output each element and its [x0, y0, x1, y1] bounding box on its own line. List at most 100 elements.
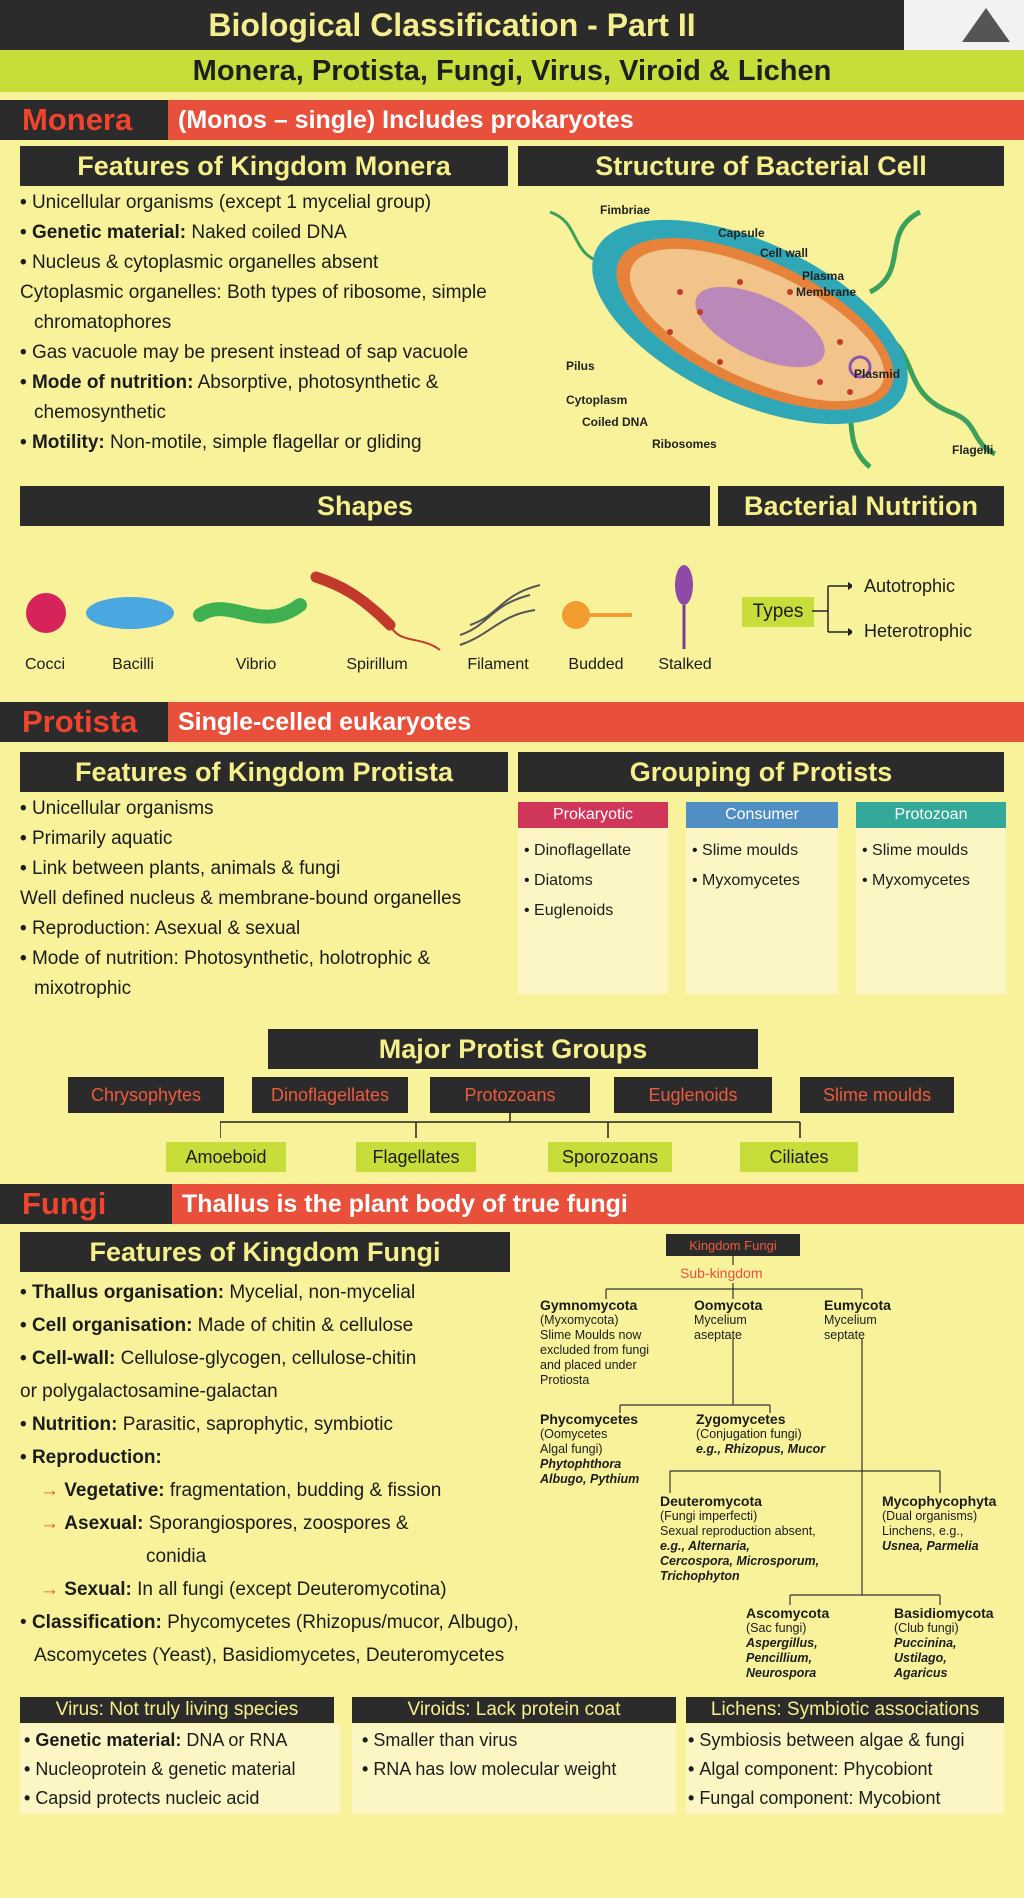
kingdom-fungi-node: Kingdom Fungi: [666, 1234, 800, 1256]
protozoa-flagellates: Flagellates: [356, 1142, 476, 1172]
monera-section-header: Monera (Monos – single) Includes prokary…: [0, 100, 1024, 140]
list-item: Cell-wall: Cellulose-glycogen, cellulose…: [20, 1342, 520, 1375]
arrow-icon: →: [40, 1579, 65, 1600]
list-item: Well defined nucleus & membrane-bound or…: [20, 888, 462, 909]
list-item: Motility: Non-motile, simple flagellar o…: [20, 428, 510, 458]
eumycota-node: Eumycota Mycelium septate: [824, 1297, 891, 1343]
list-item: Symbiosis between algae & fungi: [688, 1726, 1004, 1755]
protista-features-title: Features of Kingdom Protista: [20, 752, 508, 792]
group-head: Consumer: [686, 802, 838, 828]
group-prokaryotic: Prokaryotic • Dinoflagellate • Diatoms •…: [518, 802, 668, 994]
list-item: Gas vacuole may be present instead of sa…: [20, 338, 510, 368]
autotrophic-label: Autotrophic: [864, 576, 956, 596]
budded-icon: [562, 601, 590, 629]
major-group-euglenoids: Euglenoids: [614, 1077, 772, 1113]
grouping-protists-title: Grouping of Protists: [518, 752, 1004, 792]
heterotrophic-label: Heterotrophic: [864, 621, 973, 641]
protozoa-connectors: [220, 1112, 801, 1138]
monera-strip: (Monos – single) Includes prokaryotes: [168, 100, 1024, 140]
arrow-icon: →: [40, 1513, 65, 1534]
list-item: Unicellular organisms (except 1 mycelial…: [20, 188, 510, 218]
list-item: Smaller than virus: [362, 1726, 666, 1755]
list-item: or polygalactosamine-galactan: [20, 1381, 278, 1402]
list-item: Capsid protects nucleic acid: [24, 1784, 336, 1813]
major-protist-groups-title: Major Protist Groups: [268, 1029, 758, 1069]
arrow-icon: →: [40, 1480, 65, 1501]
stalked-icon: [675, 565, 693, 605]
major-group-protozoans: Protozoans: [430, 1077, 590, 1113]
list-item: • Euglenoids: [524, 902, 614, 919]
list-item: RNA has low molecular weight: [362, 1755, 666, 1784]
label-ribosomes: Ribosomes: [652, 437, 717, 451]
bacterial-structure-title: Structure of Bacterial Cell: [518, 146, 1004, 186]
protista-section-header: Protista Single-celled eukaryotes: [0, 702, 1024, 742]
list-item: • Myxomycetes: [692, 872, 800, 889]
fungi-strip: Thallus is the plant body of true fungi: [172, 1184, 1024, 1224]
shape-label: Bacilli: [112, 656, 154, 673]
label-cytoplasm: Cytoplasm: [566, 393, 627, 407]
list-item: Nucleoprotein & genetic material: [24, 1755, 336, 1784]
list-item: Link between plants, animals & fungi: [20, 854, 510, 884]
shape-label: Vibrio: [235, 656, 277, 673]
shape-label: Budded: [568, 656, 624, 673]
list-item: → Asexual: Sporangiospores, zoospores &: [40, 1513, 409, 1534]
group-protozoan: Protozoan • Slime moulds • Myxomycetes: [856, 802, 1006, 994]
list-item: Cell organisation: Made of chitin & cell…: [20, 1309, 520, 1342]
label-cell-wall: Cell wall: [760, 246, 808, 260]
lichens-title: Lichens: Symbiotic associations: [686, 1697, 1004, 1723]
list-item: Unicellular organisms: [20, 794, 510, 824]
list-item: Mode of nutrition: Photosynthetic, holot…: [20, 944, 510, 1004]
protista-tag: Protista: [0, 702, 168, 742]
fungi-tree-lines: [605, 1255, 941, 1605]
list-item: → Vegetative: fragmentation, budding & f…: [40, 1480, 442, 1501]
fungi-section-header: Fungi Thallus is the plant body of true …: [0, 1184, 1024, 1224]
major-group-chrysophytes: Chrysophytes: [68, 1077, 224, 1113]
major-group-dinoflagellates: Dinoflagellates: [252, 1077, 408, 1113]
oomycota-node: Oomycota Mycelium aseptate: [694, 1297, 763, 1343]
basidiomycota-node: Basidiomycota (Club fungi) Puccinina, Us…: [894, 1605, 994, 1681]
fungi-tag: Fungi: [0, 1184, 172, 1224]
label-membrane: Membrane: [796, 285, 856, 299]
ascomycota-node: Ascomycota (Sac fungi) Aspergillus, Penc…: [746, 1605, 830, 1681]
list-item: Primarily aquatic: [20, 824, 510, 854]
protozoa-sporozoans: Sporozoans: [548, 1142, 672, 1172]
list-item: → Sexual: In all fungi (except Deuteromy…: [40, 1579, 447, 1600]
lichens-box: Symbiosis between algae & fungi Algal co…: [686, 1724, 1004, 1814]
group-head: Prokaryotic: [518, 802, 668, 828]
page-title: Biological Classification - Part II: [0, 0, 1024, 50]
list-item: Nutrition: Parasitic, saprophytic, symbi…: [20, 1408, 520, 1441]
monera-features-title: Features of Kingdom Monera: [20, 146, 508, 186]
protozoa-amoeboid: Amoeboid: [166, 1142, 286, 1172]
list-item: • Slime moulds: [692, 842, 799, 859]
viroids-box: Smaller than virus RNA has low molecular…: [352, 1724, 676, 1814]
monera-tag: Monera: [0, 100, 168, 140]
triangle-logo-icon: [962, 8, 1010, 42]
list-item: Algal component: Phycobiont: [688, 1755, 1004, 1784]
viroids-title: Viroids: Lack protein coat: [352, 1697, 676, 1723]
deuteromycota-node: Deuteromycota (Fungi imperfecti) Sexual …: [660, 1493, 820, 1584]
list-item: • Diatoms: [524, 872, 593, 889]
virus-title: Virus: Not truly living species: [20, 1697, 334, 1723]
label-plasma: Plasma: [802, 269, 844, 283]
list-item: Genetic material: DNA or RNA: [24, 1726, 336, 1755]
fungi-classification: • Classification: Phycomycetes (Rhizopus…: [20, 1612, 519, 1666]
label-capsule: Capsule: [718, 226, 765, 240]
group-consumer: Consumer • Slime moulds • Myxomycetes: [686, 802, 838, 994]
types-label: Types: [742, 597, 814, 627]
nutrition-bracket: [812, 582, 852, 636]
vibrio-icon: [193, 598, 307, 624]
fungi-features-title: Features of Kingdom Fungi: [20, 1232, 510, 1272]
shape-label: Filament: [467, 656, 529, 673]
bacterial-nutrition-title: Bacterial Nutrition: [718, 486, 1004, 526]
list-item: Fungal component: Mycobiont: [688, 1784, 1004, 1813]
label-coiled-dna: Coiled DNA: [582, 415, 648, 429]
shape-label: Cocci: [24, 656, 65, 673]
shape-labels: Cocci Bacilli Vibrio Spirillum Filament …: [20, 656, 720, 680]
shapes-title: Shapes: [20, 486, 710, 526]
zygomycetes-node: Zygomycetes (Conjugation fungi) e.g., Rh…: [696, 1411, 826, 1457]
fungi-reproduction-list: → Vegetative: fragmentation, budding & f…: [40, 1474, 520, 1606]
virus-box: Genetic material: DNA or RNA Nucleoprote…: [20, 1724, 340, 1814]
filament-icon: [459, 584, 541, 646]
protista-strip: Single-celled eukaryotes: [168, 702, 1024, 742]
shape-label: Stalked: [658, 656, 712, 673]
